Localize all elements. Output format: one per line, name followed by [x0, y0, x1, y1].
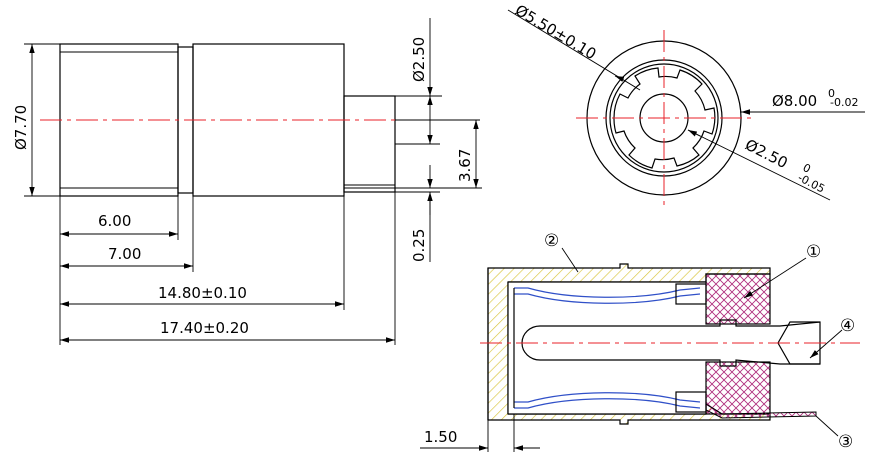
front-view: Ø5.50±0.10 Ø8.00 0 -0.02 Ø2.50 0 -0.05	[507, 1, 865, 206]
pin-stub	[343, 95, 396, 193]
dim-8-00-upper: 0	[828, 87, 835, 100]
spring-contact-top	[514, 287, 701, 298]
side-view: Ø7.70 Ø2.50 3.67 0.25 6.00 7.00 14.80±0.…	[12, 18, 482, 345]
balloon-1: ①	[743, 242, 821, 299]
dim-1-50: 1.50	[424, 428, 457, 446]
dim-8-00: Ø8.00	[772, 92, 817, 110]
dim-pin-diameter: Ø2.50	[410, 37, 428, 82]
spring-contact-bottom	[514, 398, 701, 409]
balloon-3: ③	[815, 415, 853, 452]
dim-body-diameter: Ø7.70	[12, 105, 30, 150]
svg-text:③: ③	[838, 432, 853, 452]
dim-17-40: 17.40±0.20	[160, 319, 249, 337]
svg-text:④: ④	[840, 316, 855, 336]
dim-6-00: 6.00	[98, 212, 131, 230]
insulator-top	[705, 273, 771, 325]
svg-text:①: ①	[806, 242, 821, 262]
svg-text:②: ②	[544, 231, 559, 251]
dim-5-50: Ø5.50±0.10	[512, 1, 599, 63]
section-view: 1.50 ② ① ④ ③	[420, 231, 860, 452]
center-pin	[521, 319, 821, 367]
insulator-bottom	[705, 361, 771, 415]
dim-3-67: 3.67	[456, 149, 474, 182]
dim-0-25: 0.25	[410, 229, 428, 262]
dim-2-50: Ø2.50	[742, 136, 790, 173]
dim-8-00-lower: -0.02	[830, 96, 858, 109]
dim-7-00: 7.00	[108, 245, 141, 263]
balloon-4: ④	[809, 316, 855, 359]
dim-14-80: 14.80±0.10	[158, 284, 247, 302]
dim-2-50-lower: -0.05	[796, 171, 827, 196]
balloon-2: ②	[544, 231, 579, 273]
